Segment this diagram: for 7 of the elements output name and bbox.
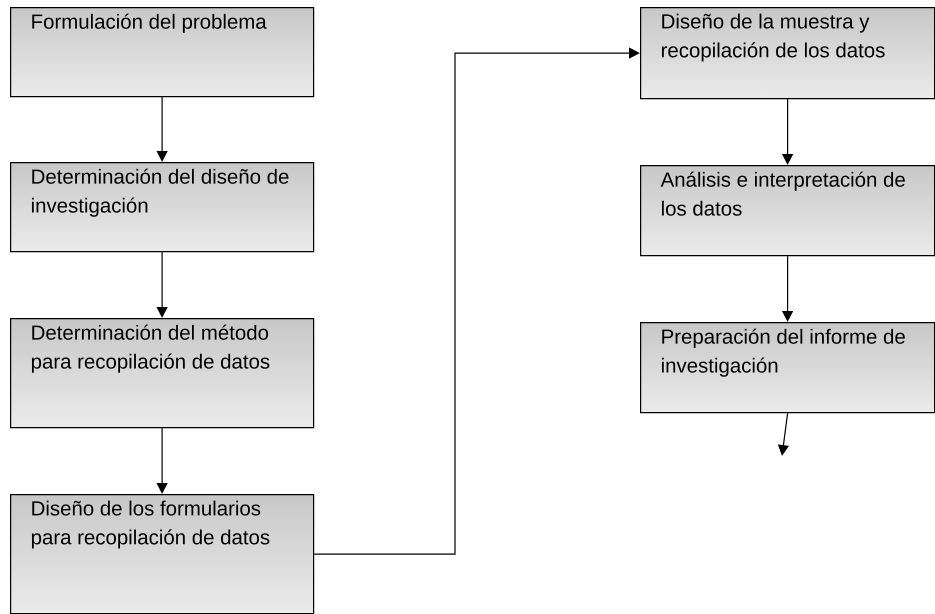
process-box: Determinación del método para recopilación de datos	[10, 318, 314, 428]
process-box: Diseño de los formularios para recopilación de datos	[10, 494, 314, 614]
process-box: Determinación del diseño de investigación	[10, 162, 314, 252]
process-box: Preparación del informe de investigación	[640, 322, 935, 414]
process-box: Análisis e interpretación de los datos	[640, 165, 935, 256]
process-box: Formulación del problema	[10, 7, 314, 98]
process-box: Diseño de la muestra y recopilación de los datos	[640, 7, 935, 100]
